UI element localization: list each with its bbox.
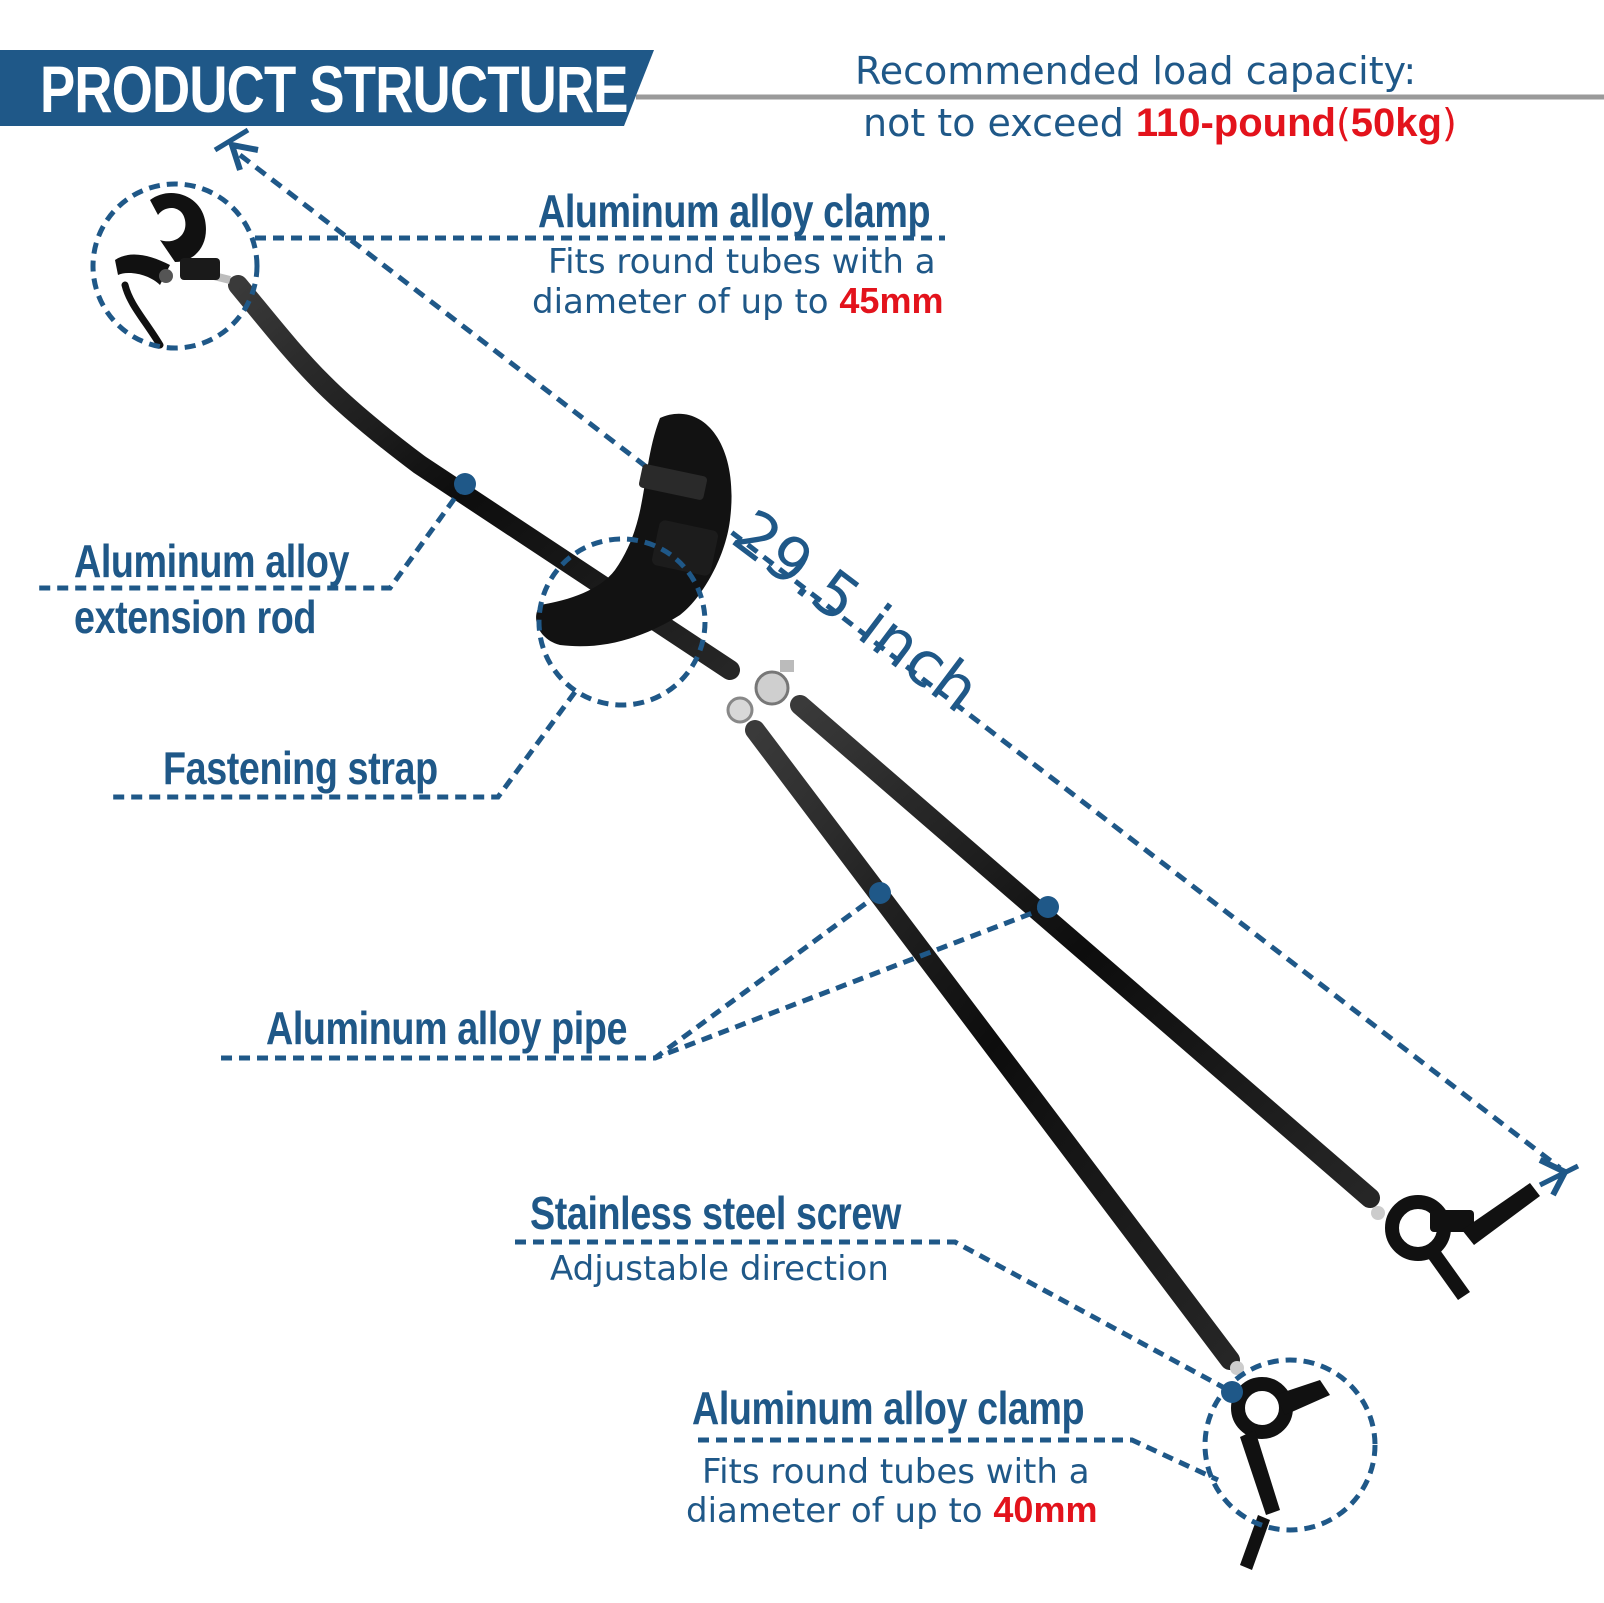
callout-circle-top-clamp <box>90 181 260 351</box>
callout-circle-strap <box>536 536 708 708</box>
load-capacity-line1: Recommended load capacity: <box>855 49 1417 93</box>
pipe-right <box>790 695 1380 1208</box>
hinge-joint <box>726 660 794 724</box>
pipe-left <box>745 720 1240 1370</box>
fastening-strap-label: Fastening strap <box>163 742 438 794</box>
load-metric: 50kg <box>1350 101 1442 145</box>
load-metric-close: ) <box>1441 101 1457 145</box>
top-clamp-title: Aluminum alloy clamp <box>538 185 931 237</box>
extension-rod-label-line1: Aluminum alloy <box>74 535 350 587</box>
top-clamp-desc1: Fits round tubes with a <box>548 242 936 282</box>
header-banner <box>0 50 654 126</box>
screw-label-title: Stainless steel screw <box>530 1187 901 1239</box>
bottom-clamp-title: Aluminum alloy clamp <box>692 1382 1085 1434</box>
aluminum-pipe-label: Aluminum alloy pipe <box>266 1002 628 1054</box>
load-prefix: not to exceed <box>863 101 1136 145</box>
top-clamp-size: 45mm <box>839 280 944 321</box>
load-value: 110-pound <box>1135 101 1336 145</box>
extension-rod-label-line2: extension rod <box>74 591 316 643</box>
load-capacity-line2: not to exceed 110-pound(50kg) <box>863 103 1457 143</box>
extension-rod <box>228 275 740 680</box>
product-image <box>115 192 1540 1570</box>
bottom-clamp <box>1230 1361 1330 1570</box>
right-clamp <box>1371 1183 1540 1300</box>
top-clamp-desc2: diameter of up to 45mm <box>532 280 944 322</box>
bottom-clamp-desc2-prefix: diameter of up to <box>686 1491 994 1531</box>
callouts <box>35 181 1378 1533</box>
dimension-line <box>213 127 1580 1197</box>
callout-circle-bottom-clamp <box>1202 1357 1378 1533</box>
bottom-clamp-size: 40mm <box>993 1489 1098 1530</box>
top-clamp <box>115 192 220 349</box>
top-clamp-desc2-prefix: diameter of up to <box>532 282 840 322</box>
bottom-clamp-desc1: Fits round tubes with a <box>702 1452 1090 1492</box>
screw-label-subtitle: Adjustable direction <box>550 1249 889 1289</box>
page-title: PRODUCT STRUCTURE <box>40 52 629 126</box>
callout-dots <box>454 473 1243 1403</box>
load-metric-open: ( <box>1335 101 1351 145</box>
bottom-clamp-desc2: diameter of up to 40mm <box>686 1489 1098 1531</box>
